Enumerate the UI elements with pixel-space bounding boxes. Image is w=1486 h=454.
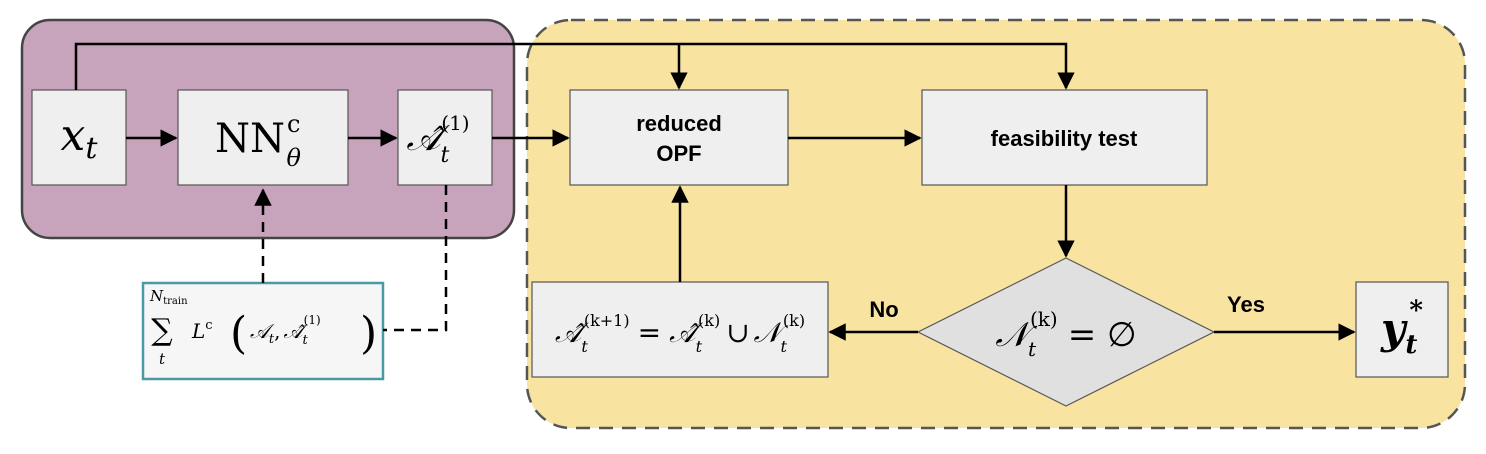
- condition-label: 𝒩t(k)= ∅: [995, 307, 1136, 361]
- dashed-line-pred-to-loss: [383, 185, 448, 332]
- loss-function: Lc: [191, 318, 213, 343]
- condition-diamond: [916, 257, 1216, 407]
- loss-formula: Ntrain ∑ t Lc ( 𝒜t,𝒜̂t(1) ): [149, 287, 377, 368]
- loss-sum-symbol: ∑: [151, 313, 173, 348]
- output-label: yt*: [1380, 296, 1423, 360]
- arrow-input-to-feasibility: [74, 42, 1075, 90]
- feasibility-test-label: feasibility test: [991, 126, 1138, 151]
- update-box: [531, 281, 829, 378]
- loss-sum-bottom: t: [159, 350, 166, 368]
- input-box: [31, 89, 127, 186]
- loss-left-paren: (: [230, 308, 247, 359]
- input-label: xt: [61, 110, 99, 166]
- loss-right-paren: ): [360, 308, 377, 359]
- no-label: No: [869, 297, 898, 322]
- reduced-opf-line2: OPF: [656, 141, 701, 166]
- loss-sum-top: Ntrain: [149, 287, 188, 307]
- prediction-label: 𝒜̂t(1): [406, 111, 469, 168]
- output-box: [1355, 281, 1449, 378]
- feasibility-test-box: [921, 89, 1208, 186]
- nn-box: [177, 89, 349, 186]
- yes-label: Yes: [1227, 292, 1265, 317]
- reduced-opf-line1: reduced: [636, 111, 722, 136]
- reduced-opf-box: [569, 89, 789, 186]
